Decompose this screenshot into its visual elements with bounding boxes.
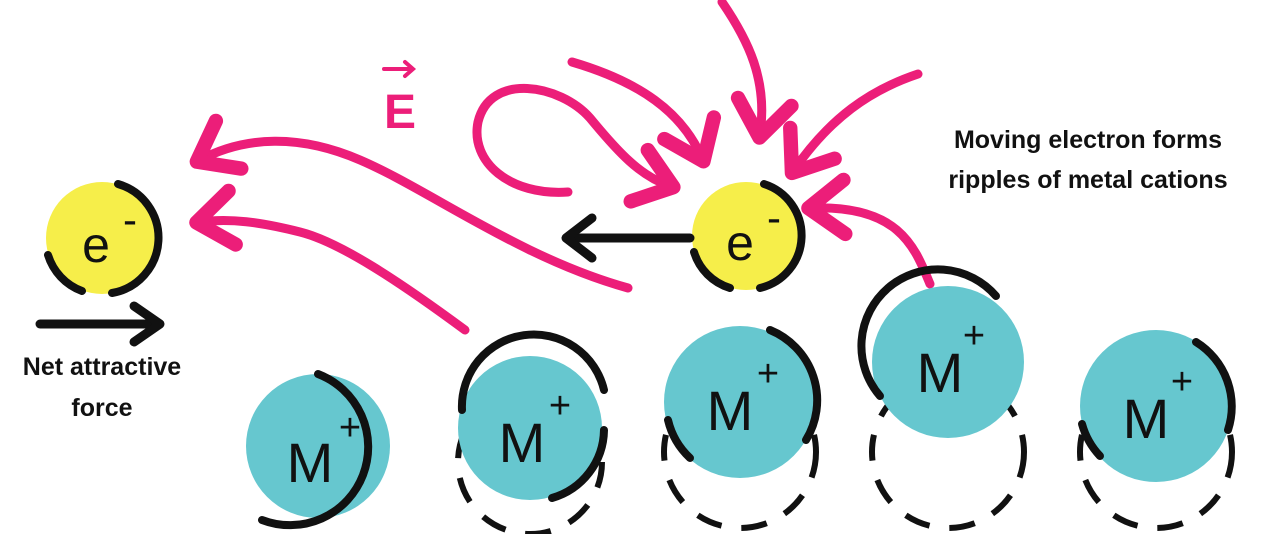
vector-arrow-icon xyxy=(382,60,417,78)
field-lines xyxy=(189,0,935,335)
cation-1: M + xyxy=(246,370,390,530)
cation-symbol: M xyxy=(499,411,546,474)
field-line-right xyxy=(783,69,923,181)
electron-charge: - xyxy=(123,196,137,243)
cation-symbol: M xyxy=(287,431,334,494)
field-line-loop xyxy=(472,83,681,209)
field-line-to-electron-upper xyxy=(189,113,633,293)
cation-charge: + xyxy=(339,407,361,449)
electron-charge: - xyxy=(767,194,781,241)
field-symbol: E xyxy=(384,86,416,139)
net-force-label-line1: Net attractive xyxy=(23,353,181,381)
cation-charge: + xyxy=(1171,361,1193,403)
electron-moving: e - xyxy=(690,180,806,292)
cation-5-original-position xyxy=(1077,373,1235,531)
cation-charge: + xyxy=(963,315,985,357)
cation-symbol: M xyxy=(707,379,754,442)
cation-4-original-position xyxy=(869,373,1027,531)
field-vector-symbol: E xyxy=(382,60,417,139)
cation-symbol: M xyxy=(917,341,964,404)
field-line-upper-left xyxy=(567,57,722,169)
electron-left: e - xyxy=(44,180,163,297)
right-arrow-icon xyxy=(35,301,165,347)
cation-3: M + xyxy=(661,326,822,531)
net-force-label-line2: force xyxy=(71,394,132,422)
cation-4: M + xyxy=(857,265,1027,531)
cation-3-original-position xyxy=(661,373,819,531)
field-line-top xyxy=(717,0,799,145)
left-arrow-icon xyxy=(561,213,695,263)
electron-symbol: e xyxy=(726,215,754,271)
cation-2: M + xyxy=(455,330,608,534)
ripple-label-line1: Moving electron forms xyxy=(954,126,1222,154)
ripple-label-line2: ripples of metal cations xyxy=(948,166,1227,194)
cation-symbol: M xyxy=(1123,387,1170,450)
electron-symbol: e xyxy=(82,217,110,273)
cation-5: M + xyxy=(1077,330,1236,531)
field-line-to-electron-lower xyxy=(189,183,470,335)
cation-charge: + xyxy=(549,385,571,427)
cation-charge: + xyxy=(757,353,779,395)
